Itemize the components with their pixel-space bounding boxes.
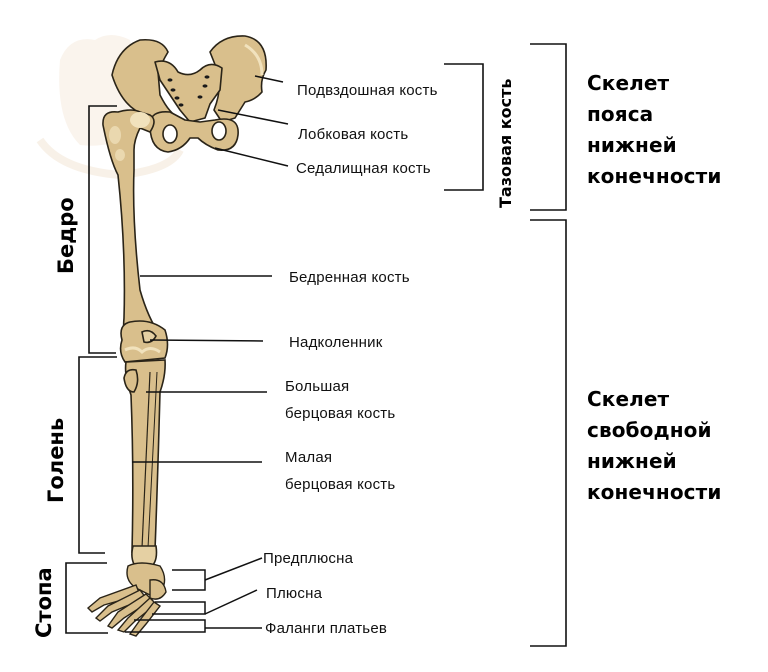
label-metatarsus: Плюсна xyxy=(266,585,323,602)
group-label-free-limb-line-4: конечности xyxy=(587,480,722,504)
label-tibia-line-2: берцовая кость xyxy=(285,405,396,422)
bracket-metatarsus xyxy=(152,601,206,615)
leader-pubis xyxy=(217,109,289,125)
group-label-girdle-line-2: пояса xyxy=(587,102,654,126)
bracket-girdle xyxy=(530,43,567,211)
group-label-girdle: Скелет пояса нижней конечности xyxy=(587,68,721,192)
leader-patella xyxy=(149,339,264,342)
bracket-thigh xyxy=(88,105,117,354)
leader-lines xyxy=(125,75,289,633)
label-pubis: Лобковая кость xyxy=(298,126,409,143)
group-label-free-limb: Скелет свободной нижней конечности xyxy=(587,384,721,508)
pelvis-illustration xyxy=(111,35,267,153)
region-label-foot: Стопа xyxy=(32,567,56,638)
bracket-shin xyxy=(78,356,117,554)
region-label-thigh: Бедро xyxy=(54,197,78,274)
foot-illustration xyxy=(86,562,167,637)
label-ischium: Седалищная кость xyxy=(296,160,431,177)
shin-bones-illustration xyxy=(123,359,166,567)
label-ilium: Подвздошная кость xyxy=(297,82,438,99)
group-label-free-limb-line-2: свободной xyxy=(587,418,712,442)
group-label-free-limb-line-3: нижней xyxy=(587,449,677,473)
label-fibula-line-1: Малая xyxy=(285,449,333,466)
label-patella: Надколенник xyxy=(289,334,383,351)
leader-ischium xyxy=(214,147,289,167)
region-brackets xyxy=(65,43,567,647)
label-tibia: Большая берцовая кость xyxy=(285,373,395,427)
group-label-girdle-line-3: нижней xyxy=(587,133,677,157)
label-phalanges: Фаланги платьев xyxy=(265,620,388,637)
label-fibula: Малая берцовая кость xyxy=(285,444,395,498)
label-femur: Бедренная кость xyxy=(289,269,410,286)
group-label-free-limb-line-1: Скелет xyxy=(587,387,670,411)
region-label-pelvic-bone: Тазовая кость xyxy=(496,78,515,209)
group-label-girdle-line-4: конечности xyxy=(587,164,722,188)
femur-illustration xyxy=(102,109,169,363)
bracket-free-limb xyxy=(530,219,567,647)
bracket-tarsus xyxy=(172,569,206,591)
label-tibia-line-1: Большая xyxy=(285,378,350,395)
leader-ilium xyxy=(254,75,284,83)
label-tarsus: Предплюсна xyxy=(263,550,354,567)
group-label-girdle-line-1: Скелет xyxy=(587,71,670,95)
bracket-phalanges xyxy=(125,619,206,633)
bracket-foot xyxy=(65,562,108,634)
bracket-pelvic-bone xyxy=(444,63,484,191)
region-label-shin: Голень xyxy=(44,417,68,503)
label-fibula-line-2: берцовая кость xyxy=(285,476,396,493)
